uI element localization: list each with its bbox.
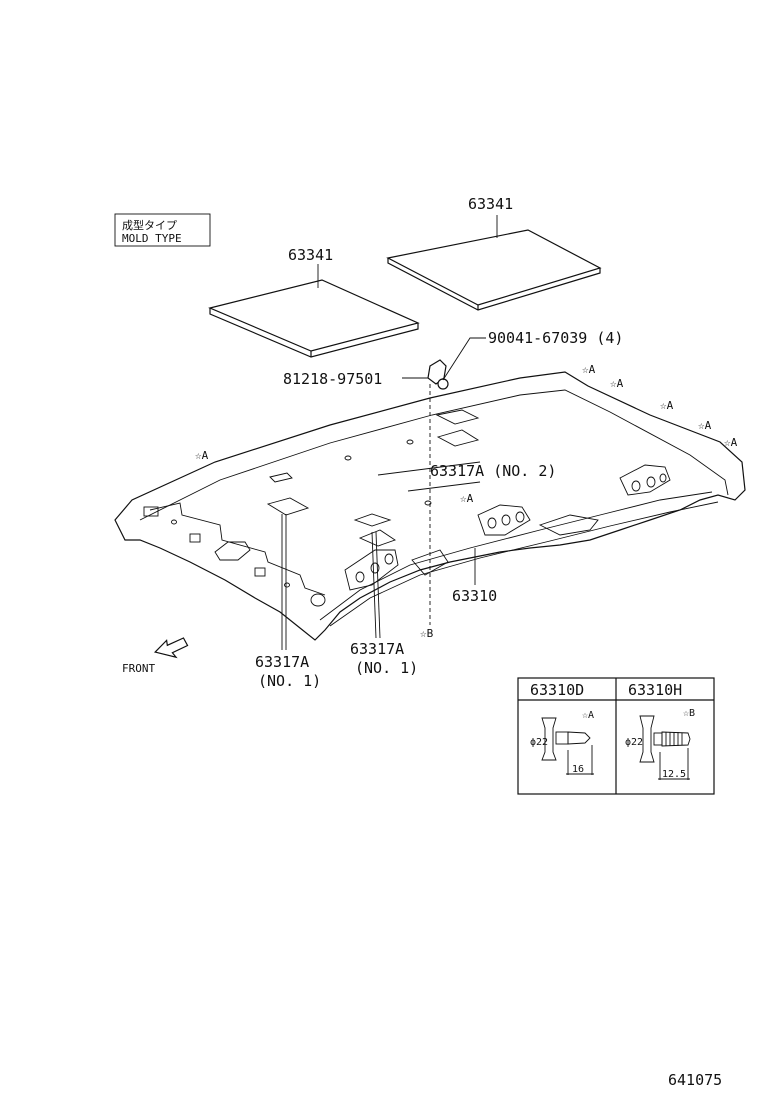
clip-markers: ☆A ☆A ☆A ☆A ☆A ☆A ☆A ☆B bbox=[195, 363, 738, 640]
pad-right-label: 63341 bbox=[468, 195, 513, 213]
bracket-label: 81218-97501 bbox=[283, 370, 382, 388]
marker-a: ☆A bbox=[660, 399, 674, 412]
sound-no1-left-sub: (NO. 1) bbox=[258, 672, 321, 690]
mold-type-en: MOLD TYPE bbox=[122, 232, 182, 245]
front-label: FRONT bbox=[122, 662, 155, 675]
clip-table-col1-part: 63310D bbox=[530, 681, 584, 699]
sound-no2-label: 63317A (NO. 2) bbox=[430, 462, 556, 480]
clip-table-col2-diameter: ϕ22 bbox=[625, 737, 643, 748]
sound-no1-left-code: 63317A bbox=[255, 653, 309, 671]
clip-table-col1-diameter: ϕ22 bbox=[530, 737, 548, 748]
pad-right: 63341 bbox=[386, 195, 602, 311]
pad-left-label: 63341 bbox=[288, 246, 333, 264]
marker-a: ☆A bbox=[610, 377, 624, 390]
leaders: 63317A (NO. 2) 63310 63317A (NO. 1) 6331… bbox=[255, 461, 556, 690]
marker-a: ☆A bbox=[460, 492, 474, 505]
sound-no1-right-code: 63317A bbox=[350, 640, 404, 658]
figure-number: 641075 bbox=[668, 1071, 722, 1089]
marker-a: ☆A bbox=[698, 419, 712, 432]
front-indicator: FRONT bbox=[122, 637, 189, 675]
clip-h-icon bbox=[639, 715, 691, 780]
clip-label: 90041-67039 (4) bbox=[488, 329, 623, 347]
headlining-label: 63310 bbox=[452, 587, 497, 605]
pad-left: 63341 bbox=[208, 246, 420, 358]
clip-d-icon bbox=[541, 717, 594, 775]
lamp-bracket: 81218-97501 90041-67039 (4) bbox=[283, 329, 623, 625]
clip-table-col2-length: 12.5 bbox=[662, 769, 686, 780]
clip-table-col2-marker: ☆B bbox=[683, 708, 695, 719]
sound-no1-right-sub: (NO. 1) bbox=[355, 659, 418, 677]
front-arrow-icon bbox=[153, 637, 189, 659]
marker-a: ☆A bbox=[195, 449, 209, 462]
clip-table-col2-part: 63310H bbox=[628, 681, 682, 699]
clip-table: 63310D 63310H ☆A ☆B ϕ22 16 bbox=[517, 677, 715, 795]
mold-type-box: 成型タイプ MOLD TYPE bbox=[114, 213, 211, 247]
clip-table-col1-marker: ☆A bbox=[582, 710, 594, 721]
marker-b: ☆B bbox=[420, 627, 434, 640]
marker-a: ☆A bbox=[724, 436, 738, 449]
marker-a: ☆A bbox=[582, 363, 596, 376]
clip-table-col1-length: 16 bbox=[572, 764, 584, 775]
mold-type-jp: 成型タイプ bbox=[122, 218, 177, 232]
